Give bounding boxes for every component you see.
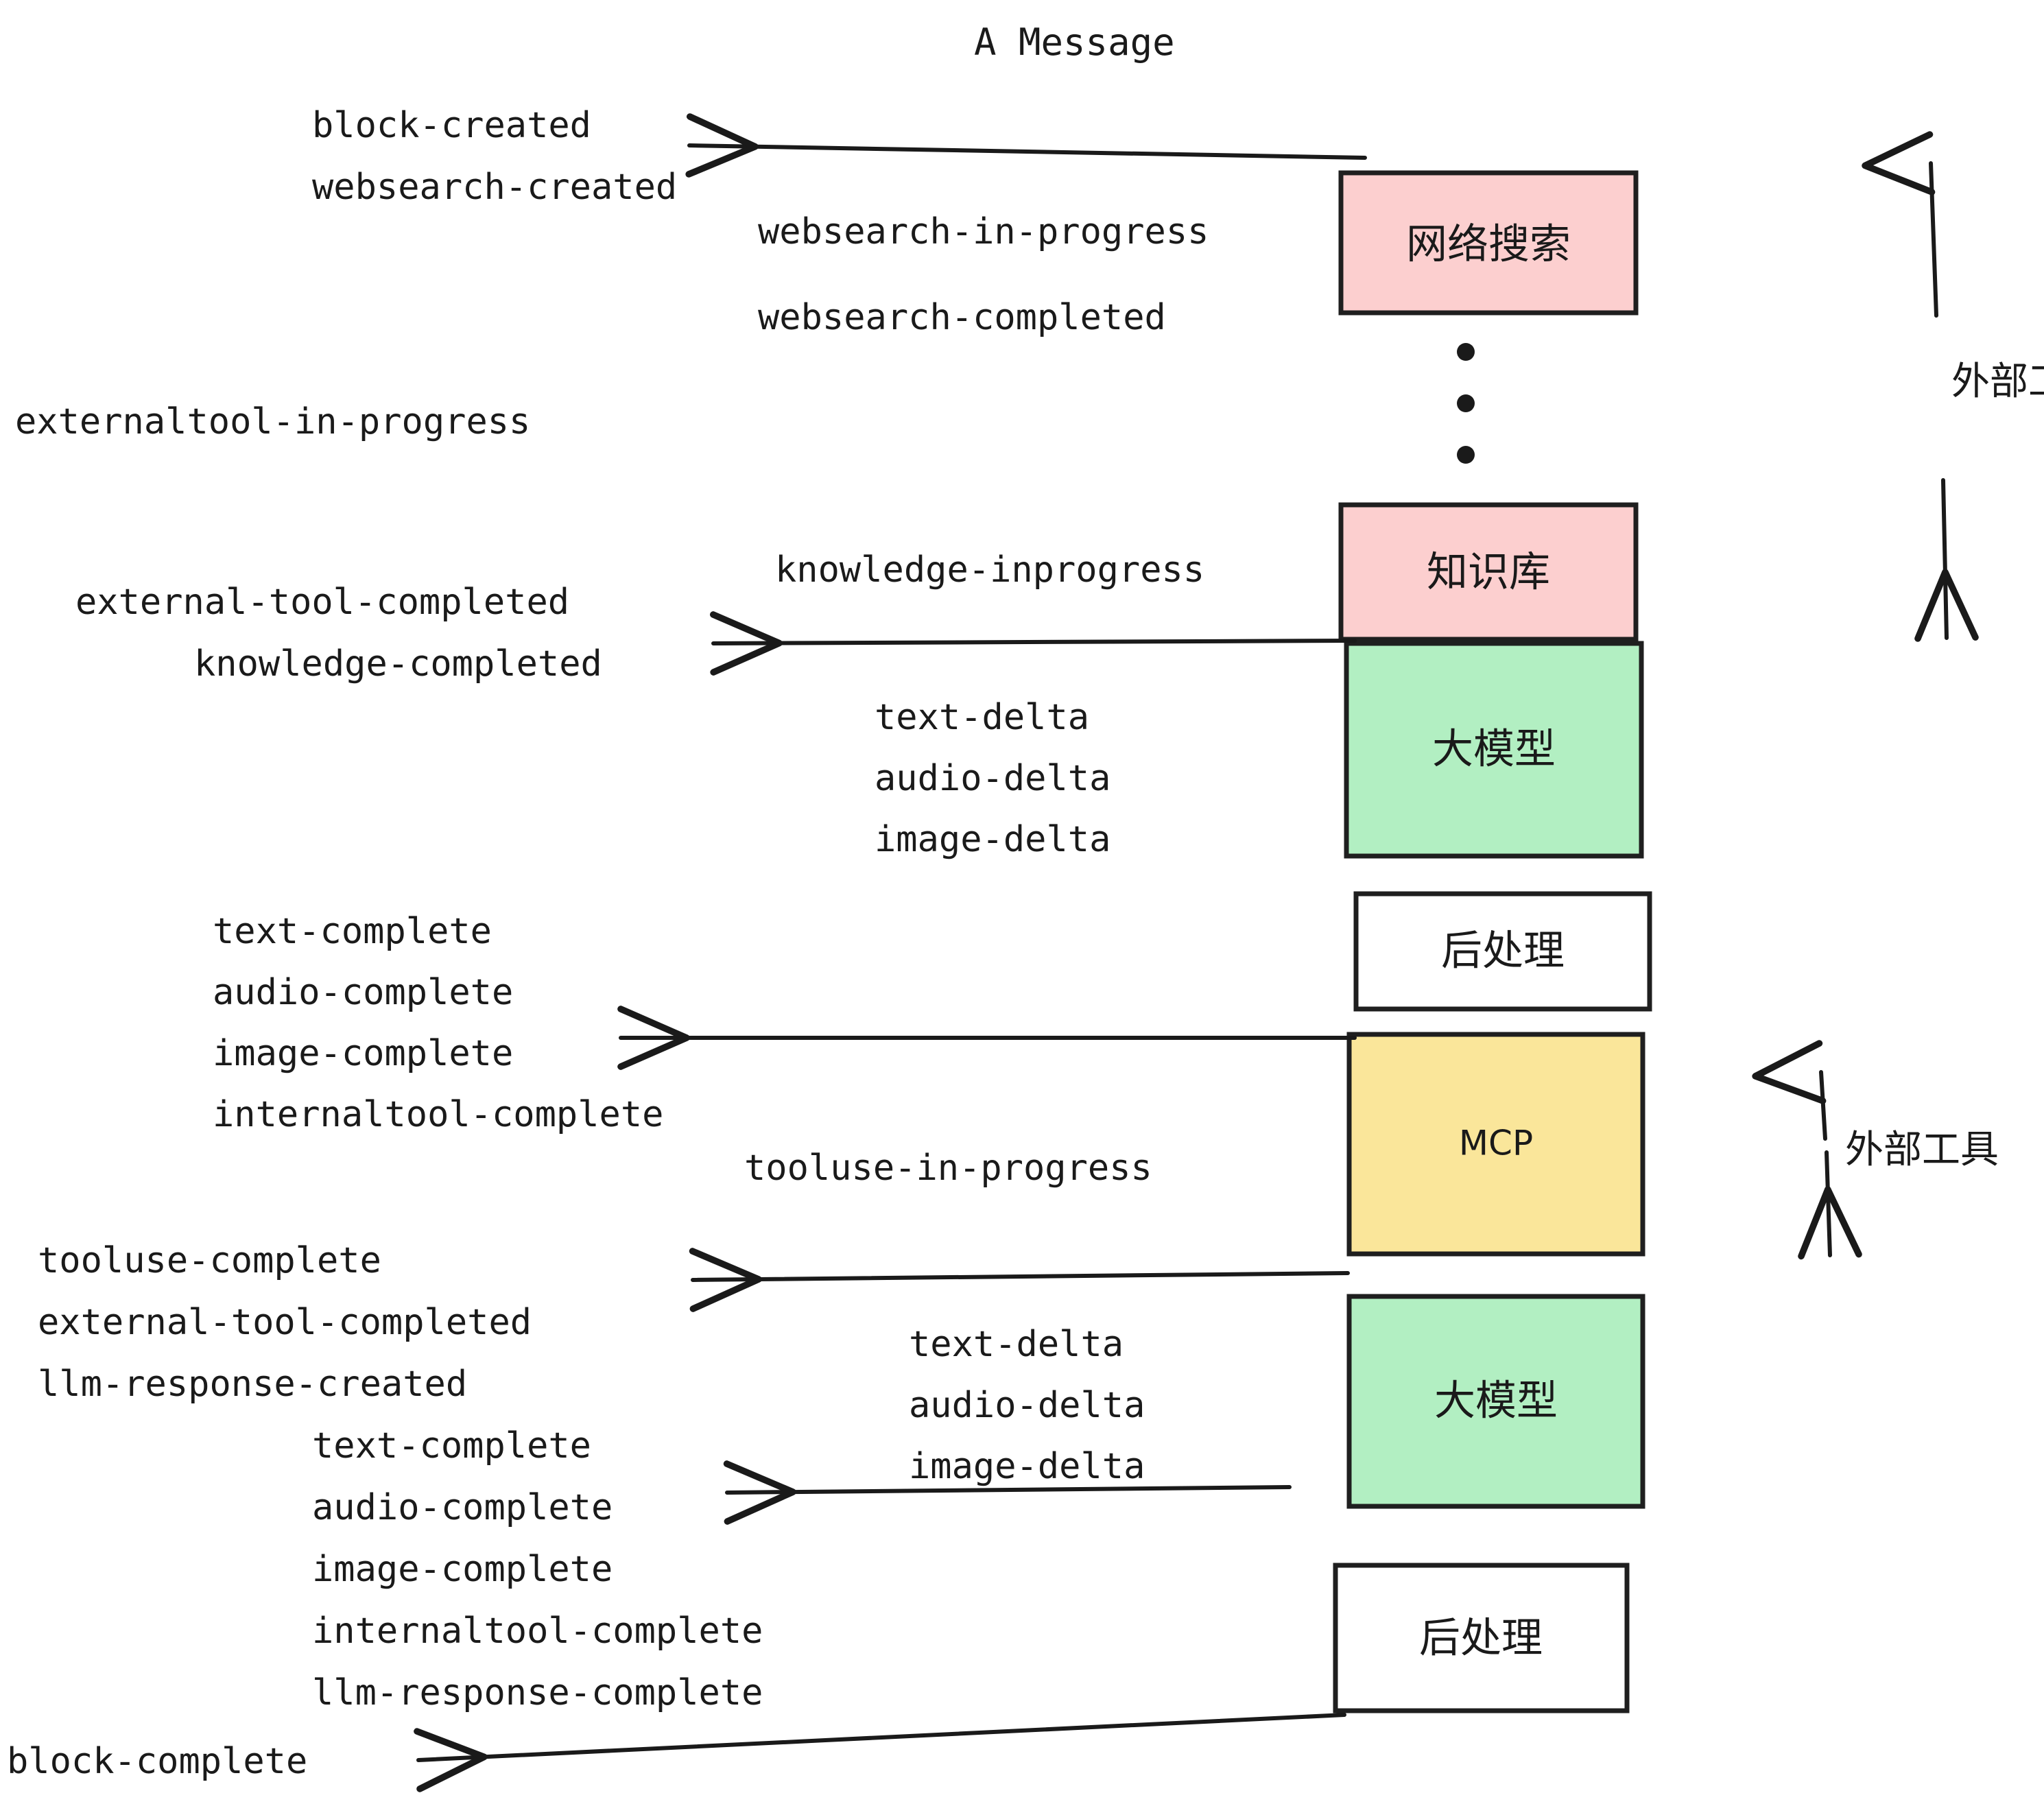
arrow-tooluse-complete xyxy=(689,1248,1350,1312)
box-websearch-rect xyxy=(1338,170,1639,316)
arrow-knowledge-completed xyxy=(710,611,1357,676)
event-knowledge-completed: knowledge-completed xyxy=(194,643,602,685)
external-tool-top-bracket: 外部工具 xyxy=(1862,131,2044,642)
box-postprocess-1-rect xyxy=(1353,891,1652,1012)
event-audio-delta-2: audio-delta xyxy=(909,1385,1145,1426)
event-llm-response-created: llm-response-created xyxy=(38,1364,467,1405)
box-postprocess-2-rect xyxy=(1333,1563,1630,1713)
box-knowledge-label: 知识库 xyxy=(1427,549,1550,597)
event-text-complete-2: text-complete xyxy=(312,1425,591,1467)
event-externaltool-in-progress: externaltool-in-progress xyxy=(15,401,530,442)
event-websearch-created: websearch-created xyxy=(312,167,677,208)
external-tool-down-arrow-icon-2 xyxy=(1798,1150,1862,1260)
box-postprocess-2[interactable]: 后处理 xyxy=(1333,1563,1630,1713)
event-block-complete: block-complete xyxy=(7,1741,307,1782)
event-external-tool-completed-1: external-tool-completed xyxy=(75,582,569,623)
event-image-delta-2: image-delta xyxy=(909,1446,1145,1487)
event-audio-complete-1: audio-complete xyxy=(213,972,513,1013)
event-llm-response-complete: llm-response-complete xyxy=(312,1672,763,1713)
arrow-audio-complete-2 xyxy=(723,1460,1292,1525)
side-label-external-tool-top: 外部工具 xyxy=(1951,359,2044,404)
box-websearch-label: 网络搜索 xyxy=(1406,221,1571,269)
event-external-tool-completed-2: external-tool-completed xyxy=(38,1302,532,1343)
box-llm-1-rect xyxy=(1344,641,1644,859)
event-block-created: block-created xyxy=(312,105,591,146)
box-postprocess-1[interactable]: 后处理 xyxy=(1353,891,1652,1012)
box-llm-1[interactable]: 大模型 xyxy=(1344,641,1644,859)
event-text-delta-2: text-delta xyxy=(909,1324,1124,1365)
event-tooluse-in-progress: tooluse-in-progress xyxy=(744,1148,1152,1189)
box-knowledge-rect xyxy=(1338,502,1639,642)
box-llm-2[interactable]: 大模型 xyxy=(1346,1294,1645,1509)
event-internaltool-complete-2: internaltool-complete xyxy=(312,1611,763,1652)
box-mcp[interactable]: MCP xyxy=(1346,1032,1645,1257)
event-image-complete-2: image-complete xyxy=(312,1549,613,1590)
event-image-delta-1: image-delta xyxy=(875,819,1110,860)
event-tooluse-complete: tooluse-complete xyxy=(38,1240,381,1281)
event-image-complete-1: image-complete xyxy=(213,1033,513,1074)
box-websearch[interactable]: 网络搜索 xyxy=(1338,170,1639,316)
event-text-complete-1: text-complete xyxy=(213,911,492,952)
box-mcp-rect xyxy=(1346,1032,1645,1257)
arrow-block-created xyxy=(685,113,1367,178)
arrow-block-complete xyxy=(414,1713,1346,1792)
page-title: A Message xyxy=(974,21,1175,64)
event-text-delta-1: text-delta xyxy=(875,697,1089,738)
box-llm-2-rect xyxy=(1346,1294,1645,1509)
external-tool-up-arrow-icon-2 xyxy=(1752,1040,1827,1141)
event-websearch-completed: websearch-completed xyxy=(758,297,1166,338)
external-tool-down-arrow-icon xyxy=(1914,478,1979,642)
external-tool-bottom-bracket: 外部工具 xyxy=(1752,1040,1999,1260)
box-llm-2-label: 大模型 xyxy=(1434,1377,1558,1425)
event-websearch-in-progress: websearch-in-progress xyxy=(758,211,1209,252)
box-llm-1-label: 大模型 xyxy=(1432,726,1556,774)
box-knowledge[interactable]: 知识库 xyxy=(1338,502,1639,642)
box-postprocess-1-label: 后处理 xyxy=(1441,927,1565,975)
external-tool-up-arrow-icon xyxy=(1862,131,1938,318)
vertical-ellipsis xyxy=(1457,343,1475,464)
box-mcp-label: MCP xyxy=(1459,1124,1533,1163)
box-postprocess-2-label: 后处理 xyxy=(1419,1615,1543,1663)
event-internaltool-complete-1: internaltool-complete xyxy=(213,1094,663,1135)
event-audio-complete-2: audio-complete xyxy=(312,1487,613,1528)
event-knowledge-inprogress: knowledge-inprogress xyxy=(775,549,1204,591)
side-label-external-tool-bottom: 外部工具 xyxy=(1845,1128,1999,1172)
event-audio-delta-1: audio-delta xyxy=(875,758,1110,799)
